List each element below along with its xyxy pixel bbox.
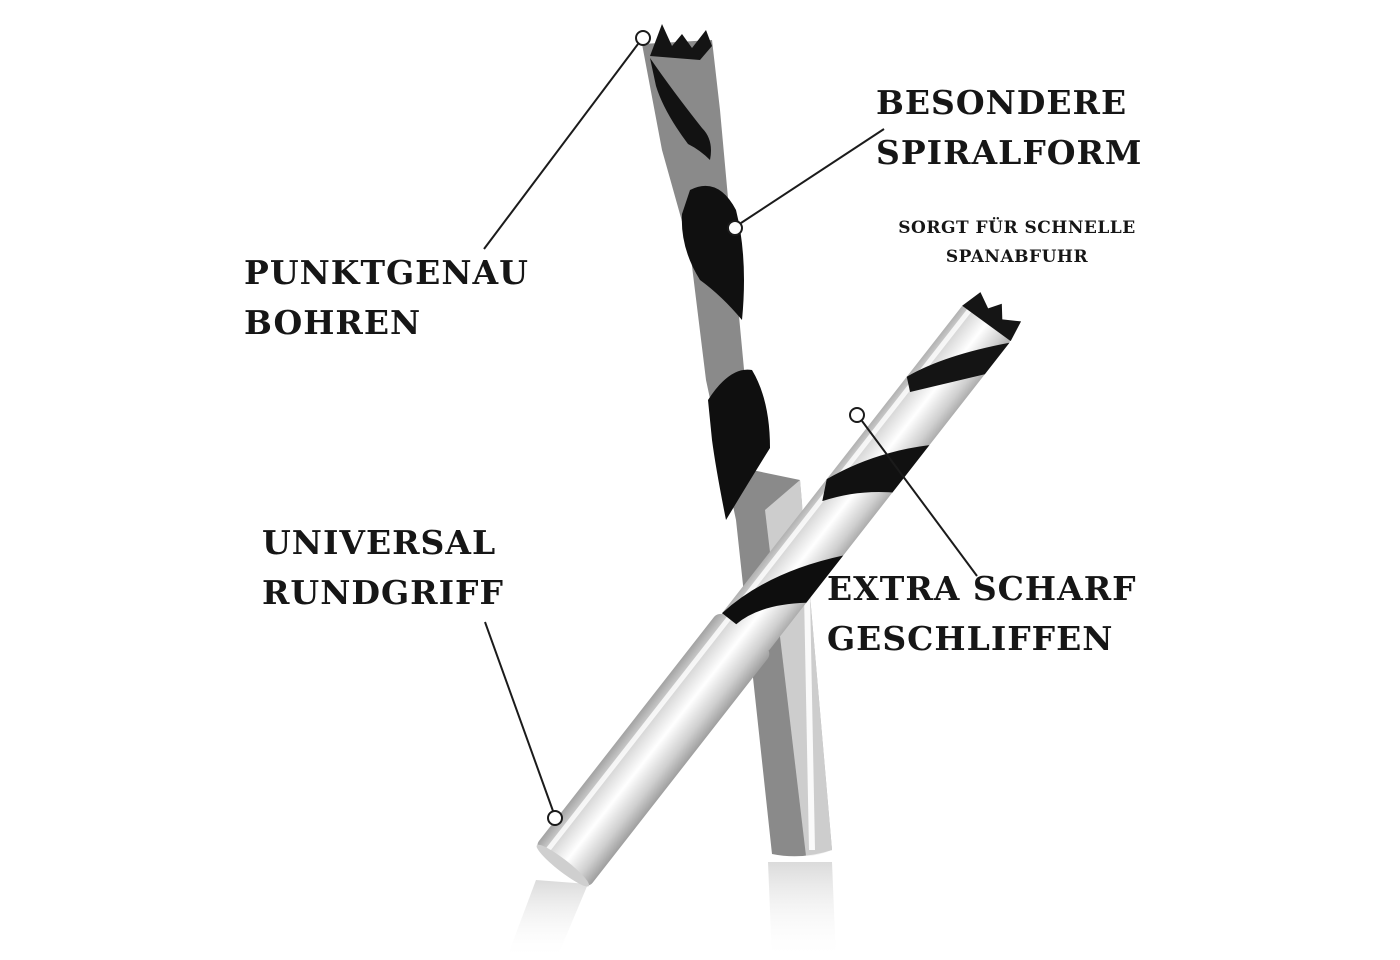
callout-punktgenau-line1: PUNKTGENAU: [244, 253, 529, 292]
callout-spiralform-note1: SORGT FÜR SCHNELLE: [898, 218, 1136, 238]
callout-spiralform-note2: SPANABFUHR: [945, 246, 1089, 267]
leader-line-spiralform: [740, 128, 885, 224]
callout-punktgenau-line2: BOHREN: [244, 302, 422, 342]
callout-rundgriff-line1: UNIVERSAL: [262, 523, 497, 562]
callout-rundgriff-line2: RUNDGRIFF: [262, 572, 504, 612]
drill-bit-long: [642, 24, 832, 857]
callout-spiralform: BESONDERE SPIRALFORM: [876, 78, 1142, 177]
callout-rundgriff: UNIVERSAL RUNDGRIFF: [262, 518, 504, 617]
callout-lines: [483, 30, 978, 826]
leader-dot-punktgenau: [635, 30, 651, 46]
leader-dot-rundgriff: [547, 810, 563, 826]
drill-bit-short: [536, 292, 1022, 887]
callout-scharf-line2: GESCHLIFFEN: [827, 618, 1114, 658]
callout-spiralform-line1: BESONDERE: [876, 83, 1128, 122]
callout-punktgenau: PUNKTGENAU BOHREN: [244, 248, 529, 347]
callout-scharf-line1: EXTRA SCHARF: [827, 569, 1137, 608]
callout-spiralform-note: SORGT FÜR SCHNELLE SPANABFUHR: [880, 214, 1154, 272]
leader-dot-scharf: [849, 407, 865, 423]
callout-spiralform-line2: SPIRALFORM: [876, 132, 1143, 172]
leader-line-scharf: [861, 420, 978, 577]
leader-line-rundgriff: [484, 621, 554, 812]
callout-scharf: EXTRA SCHARF GESCHLIFFEN: [827, 564, 1137, 663]
floor-reflection: [506, 862, 836, 960]
leader-dot-spiralform: [727, 220, 743, 236]
leader-line-punktgenau: [483, 43, 639, 250]
